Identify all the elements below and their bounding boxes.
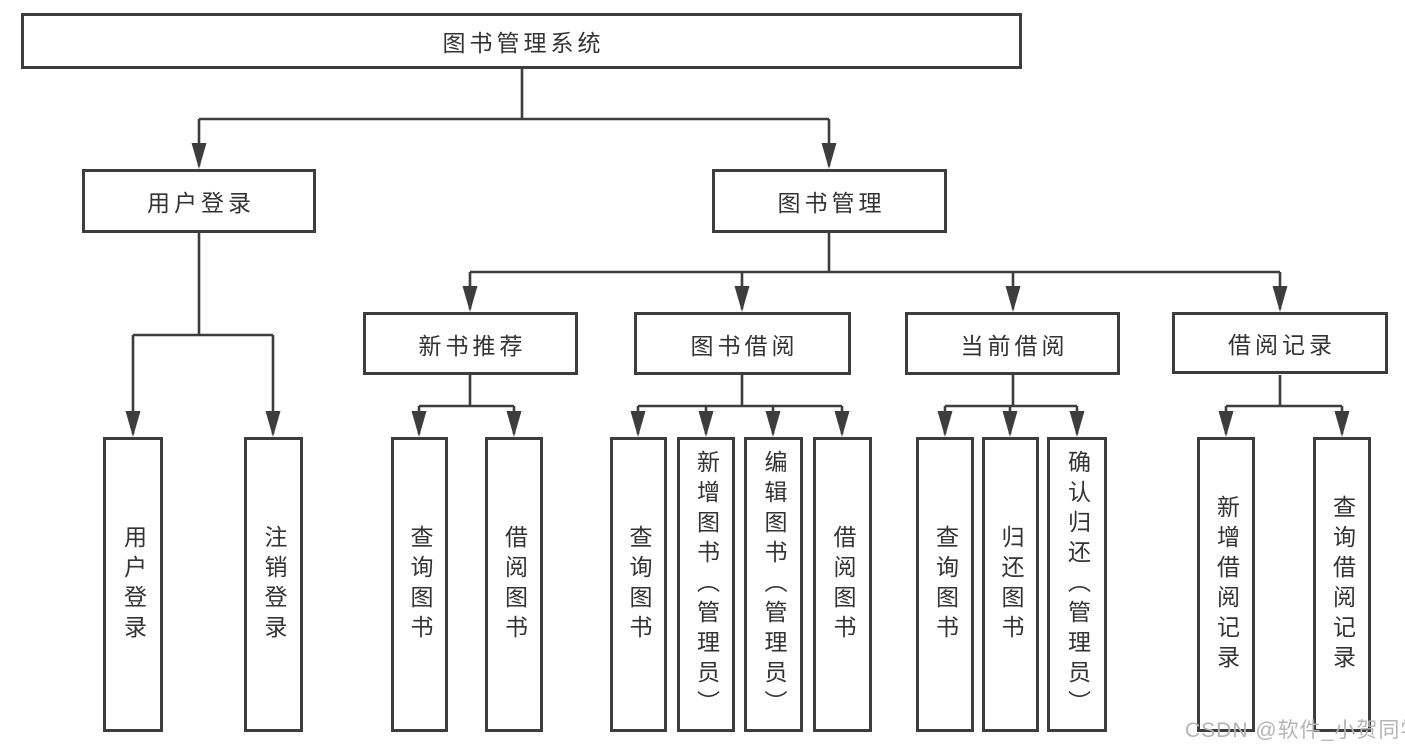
arrowhead [1334,411,1350,437]
connector-path [417,375,516,434]
arrowhead [734,286,750,312]
node-box-bb-add: 新增图书（管理员） [677,437,735,732]
arrowhead [506,411,522,437]
node-box-br-query: 查询借阅记录 [1313,437,1371,732]
node-label-br-query: 查询借阅记录 [1329,494,1356,675]
node-box-book-mgmt: 图书管理 [712,169,947,233]
arrowhead [1069,411,1085,437]
node-label-book-mgmt: 图书管理 [777,190,886,216]
node-box-borrow: 图书借阅 [634,312,851,375]
arrowhead [698,411,714,437]
node-label-ul-login: 用户登录 [120,524,147,645]
connector-path [1224,375,1344,434]
node-box-br-add: 新增借阅记录 [1197,437,1255,732]
arrowhead [1002,411,1018,437]
node-label-borrow: 图书借阅 [690,332,799,359]
node-label-bb-edit: 编辑图书（管理员） [761,449,787,720]
node-box-new-rec: 新书推荐 [363,312,578,375]
node-label-cb-query: 查询图书 [932,524,959,645]
arrowhead [125,411,141,437]
node-label-current: 当前借阅 [960,332,1069,359]
node-box-root: 图书管理系统 [21,13,1022,69]
node-label-root: 图书管理系统 [442,30,605,56]
arrowhead [834,411,850,437]
arrowhead [462,286,478,312]
node-box-ul-login: 用户登录 [103,437,163,732]
node-label-nr-borrow: 借阅图书 [501,524,528,645]
arrowhead [191,143,207,169]
node-box-cb-confirm: 确认归还（管理员） [1047,437,1107,732]
connector-path [636,375,844,434]
arrowhead [630,411,646,437]
connector-path [131,233,275,434]
arrowhead [1005,286,1021,312]
node-box-bb-edit: 编辑图书（管理员） [744,437,803,732]
node-box-record: 借阅记录 [1172,312,1388,374]
arrowhead [265,411,281,437]
node-label-bb-query: 查询图书 [626,524,652,645]
node-box-ul-logout: 注销登录 [244,437,303,732]
arrowhead [1218,411,1234,437]
node-label-cb-return: 归还图书 [998,524,1024,645]
node-box-bb-query: 查询图书 [610,437,667,732]
node-box-nr-borrow: 借阅图书 [485,437,543,732]
node-box-cb-return: 归还图书 [982,437,1039,732]
node-label-record: 借阅记录 [1228,332,1336,358]
node-label-cb-confirm: 确认归还（管理员） [1064,449,1091,720]
arrowhead [1272,286,1288,312]
connector-path [468,233,1282,309]
node-label-user-login: 用户登录 [147,190,255,216]
arrowhead [821,143,837,169]
node-label-new-rec: 新书推荐 [418,332,527,359]
node-box-cb-query: 查询图书 [916,437,974,732]
arrowhead [411,411,427,437]
node-box-nr-query: 查询图书 [391,437,448,732]
node-label-bb-borrow: 借阅图书 [830,524,856,645]
node-box-current: 当前借阅 [905,312,1120,375]
watermark: CSDN @软件_小贺同学 [1185,719,1405,742]
node-box-bb-borrow: 借阅图书 [813,437,872,732]
arrowhead [937,411,953,437]
node-label-nr-query: 查询图书 [407,524,433,645]
node-label-br-add: 新增借阅记录 [1213,494,1240,675]
node-label-ul-logout: 注销登录 [261,524,287,645]
node-box-user-login: 用户登录 [82,169,316,233]
node-label-bb-add: 新增图书（管理员） [693,449,720,720]
connector-path [197,69,831,166]
arrowhead [765,411,781,437]
